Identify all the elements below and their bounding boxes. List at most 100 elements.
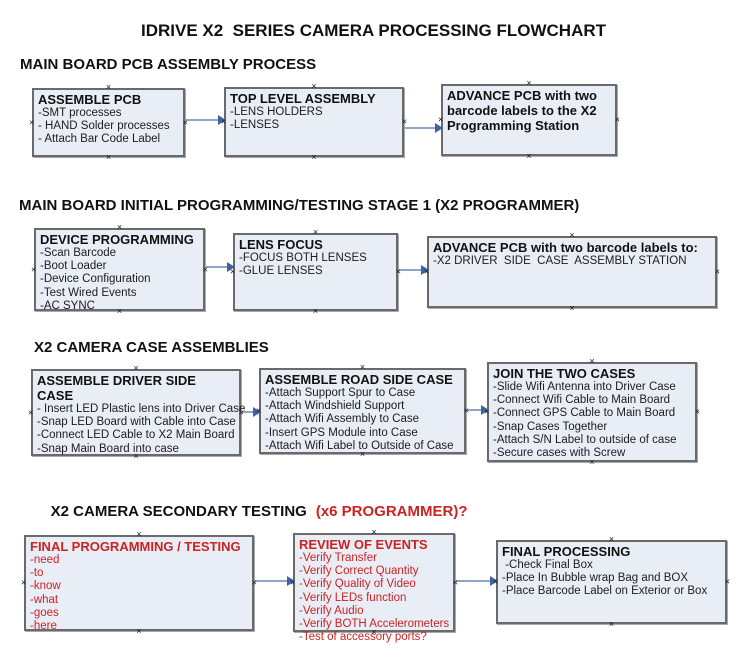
box-item: -Slide Wifi Antenna into Driver Case [493, 381, 676, 393]
connector-handle [106, 153, 111, 162]
box-item: -Check Final Box [502, 559, 593, 571]
box-title: DEVICE PROGRAMMING [40, 232, 194, 247]
connector-handle [695, 408, 700, 417]
connector-handle [589, 357, 594, 366]
connector-handle [311, 82, 316, 91]
section-heading-pcb-assembly: MAIN BOARD PCB ASSEMBLY PROCESS [20, 56, 317, 73]
box-item: -Verify Quality of Video [299, 578, 416, 591]
box-item: -Test Wired Events [40, 286, 137, 299]
box-item: -Test of accessory ports? [299, 631, 427, 644]
connector-handle [464, 407, 469, 416]
connector-handle [31, 265, 36, 274]
box-item: -Verify LEDs function [299, 591, 407, 604]
connector-handle [311, 153, 316, 162]
flow-arrow [185, 115, 226, 125]
flow-box-review-of-events: REVIEW OF EVENTS -Verify Transfer -Verif… [290, 533, 455, 643]
connector-handle [609, 535, 614, 544]
connector-handle [715, 268, 720, 277]
box-item: -Verify BOTH Accelerometers [299, 618, 450, 631]
connector-handle [438, 116, 443, 125]
connector-handle [569, 231, 574, 240]
connector-handle [396, 268, 401, 277]
connector-handle [371, 628, 376, 637]
box-item: -Attach S/N Label to outside of case [493, 433, 677, 446]
connector-handle [136, 627, 141, 636]
connector-handle [569, 304, 574, 313]
connector-handle [230, 268, 235, 277]
connector-handle [29, 118, 34, 127]
box-item: -Verify Audio [299, 604, 364, 617]
box-title: LENS FOCUS [239, 237, 323, 252]
section-heading-red-part: (x6 PROGRAMMER)? [315, 503, 468, 520]
connector-handle [290, 578, 295, 587]
flow-box-assemble-road-side-case: ASSEMBLE ROAD SIDE CASE -Attach Support … [259, 368, 466, 454]
box-title: ASSEMBLE ROAD SIDE CASE [265, 372, 453, 387]
flow-box-join-the-two-cases: JOIN THE TWO CASES -Slide Wifi Antenna i… [487, 362, 697, 462]
flow-box-assemble-driver-side-case: ASSEMBLE DRIVER SIDE CASE - Insert LED P… [31, 369, 245, 456]
box-item: -FOCUS BOTH LENSES [239, 252, 367, 264]
box-title: TOP LEVEL ASSEMBLY [230, 91, 376, 106]
box-item: -Attach Wifi Label to Outside of Case [265, 439, 454, 452]
box-item: -Place In Bubble wrap Bag and BOX [502, 572, 689, 585]
box-item: -Snap Cases Together [493, 420, 608, 433]
connector-handle [484, 408, 489, 417]
box-item: -AC SYNC [40, 299, 95, 312]
connector-handle [106, 83, 111, 92]
section-heading-initial-programming: MAIN BOARD INITIAL PROGRAMMING/TESTING S… [19, 197, 580, 214]
connector-handle [133, 452, 138, 461]
connector-handle [256, 407, 261, 416]
box-item: -SMT processes [38, 107, 122, 119]
box-item: -Attach Wifi Assembly to Case [265, 413, 420, 426]
box-title: ASSEMBLE PCB [38, 92, 142, 107]
connector-handle [402, 118, 407, 127]
box-item: -Verify Correct Quantity [299, 565, 419, 578]
connector-handle [526, 152, 531, 161]
box-item: -to [30, 567, 44, 580]
connector-handle [589, 458, 594, 467]
box-item: - HAND Solder processes [38, 120, 170, 133]
flow-arrow [398, 265, 429, 275]
box-item: -LENSES [230, 119, 280, 132]
page-title: IDRIVE X2 SERIES CAMERA PROCESSING FLOWC… [140, 21, 607, 40]
box-item: -GLUE LENSES [239, 265, 323, 278]
box-item: -LENS HOLDERS [230, 106, 323, 118]
box-item: - Attach Bar Code Label [38, 133, 161, 146]
flow-box-advance-pcb-programming-station: ADVANCE PCB with two barcode labels to t… [441, 84, 617, 156]
connector-handle [493, 578, 498, 587]
box-item: -Boot Loader [40, 260, 107, 273]
flow-arrow [254, 576, 295, 586]
section-heading-secondary-testing: X2 CAMERA SECONDARY TESTING (x6 PROGRAMME… [34, 486, 468, 537]
box-title: REVIEW OF EVENTS [299, 537, 428, 552]
connector-handle [371, 528, 376, 537]
box-title: JOIN THE TWO CASES [493, 366, 636, 381]
connector-handle [313, 228, 318, 237]
box-item: -Attach Support Spur to Case [265, 387, 416, 399]
section-heading-black-part: X2 CAMERA SECONDARY TESTING [50, 503, 307, 520]
box-item: -what [30, 593, 59, 606]
flow-box-assemble-pcb: ASSEMBLE PCB -SMT processes - HAND Solde… [32, 88, 185, 157]
box-item: -here [30, 620, 57, 633]
flow-box-top-level-assembly: TOP LEVEL ASSEMBLY -LENS HOLDERS -LENSES [224, 87, 404, 157]
flow-box-final-programming-testing: FINAL PROGRAMMING / TESTING -need -to -k… [24, 535, 254, 633]
box-item: -Connect Wifi Cable to Main Board [493, 394, 671, 407]
flow-arrow [455, 576, 498, 586]
connector-handle [360, 450, 365, 459]
box-title: FINAL PROGRAMMING / TESTING [30, 539, 241, 554]
box-item: -goes [30, 606, 59, 619]
box-title: ASSEMBLE DRIVER SIDE CASE [37, 373, 196, 403]
box-item: -know [30, 580, 61, 593]
box-title: ADVANCE PCB with two barcode labels to: [433, 240, 698, 255]
box-item: -Snap LED Board with Cable into Case [37, 416, 236, 429]
flow-box-final-processing: FINAL PROCESSING -Check Final Box -Place… [496, 540, 727, 624]
section-heading-case-assemblies: X2 CAMERA CASE ASSEMBLIES [34, 339, 269, 356]
connector-handle [183, 118, 188, 127]
box-item: -Secure cases with Screw [493, 447, 626, 460]
box-item: -Place Barcode Label on Exterior or Box [502, 585, 708, 598]
box-item: -X2 DRIVER SIDE CASE ASSEMBLY STATION [433, 255, 687, 267]
connector-handle [136, 530, 141, 539]
flow-box-device-programming: DEVICE PROGRAMMING -Scan Barcode -Boot L… [31, 228, 205, 312]
connector-handle [221, 118, 226, 127]
connector-handle [117, 307, 122, 316]
box-item: -Attach Windshield Support [265, 400, 405, 413]
